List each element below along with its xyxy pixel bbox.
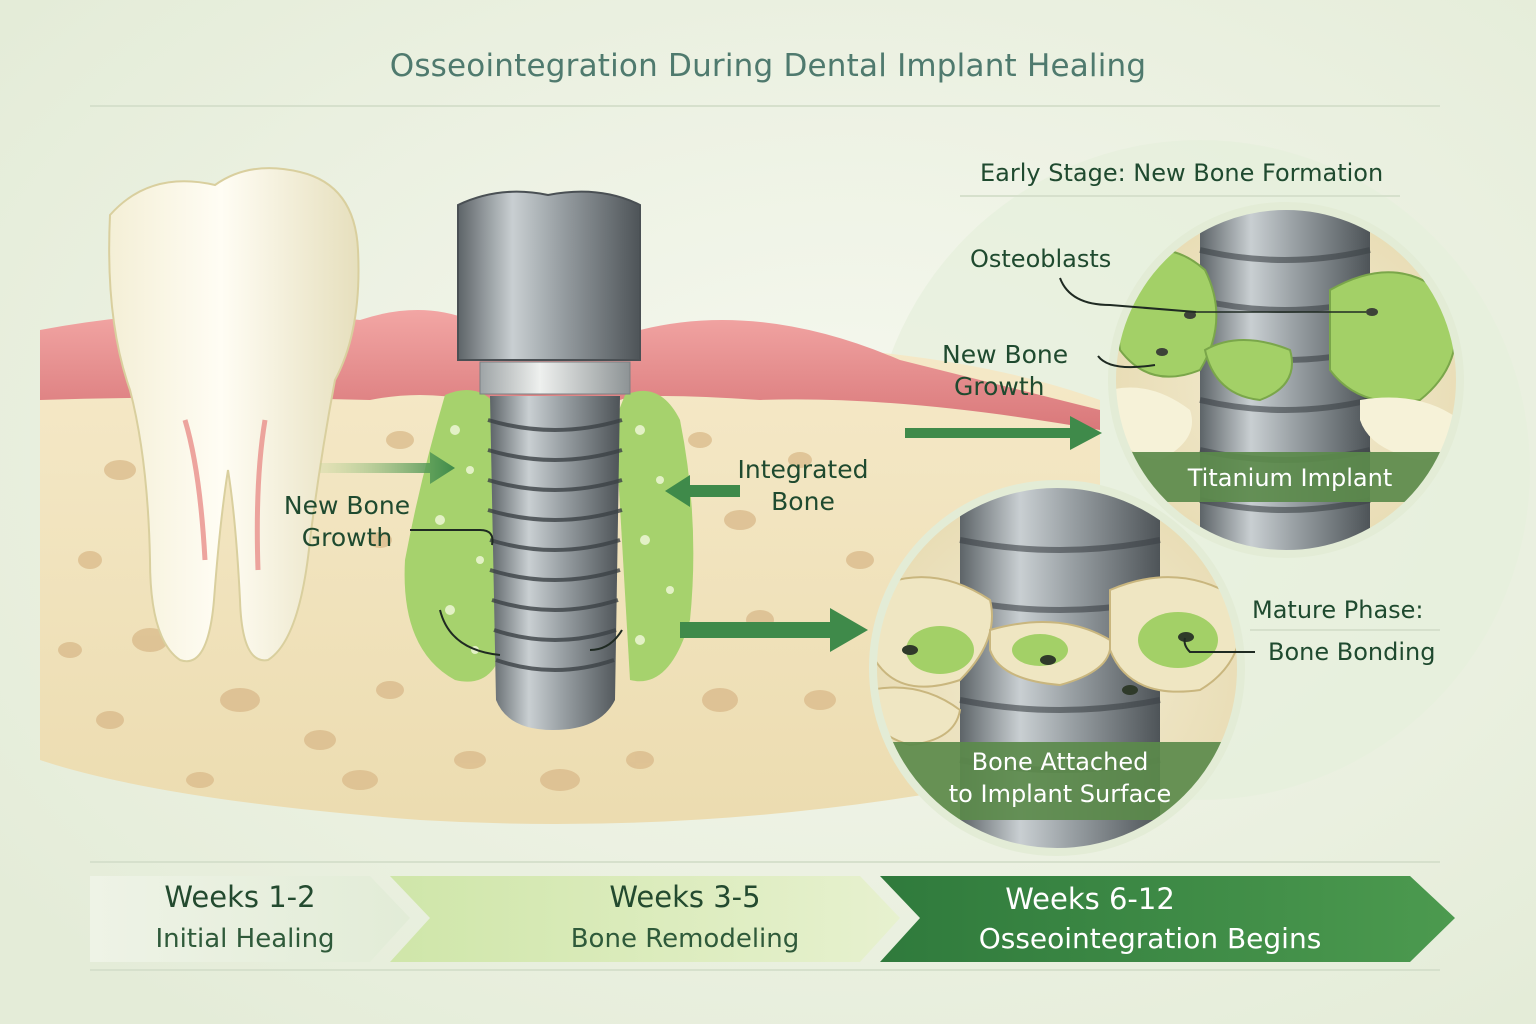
timeline-stage-1: [90, 876, 410, 962]
page-title: Osseointegration During Dental Implant H…: [389, 48, 1147, 84]
natural-tooth: [108, 167, 360, 663]
leader-new-bone-inset: [1097, 355, 1156, 369]
dental-implant: [457, 190, 641, 730]
label-integrated-bone: Integrated Bone: [718, 454, 888, 518]
new-bone-cluster: [404, 390, 694, 682]
label-bone-attached-line1: Bone Attached: [971, 748, 1149, 776]
label-integrated-bone-line2: Bone: [771, 487, 835, 516]
arrow-integrated-bone: [665, 475, 740, 507]
timeline-phase-1: Initial Healing: [155, 924, 335, 954]
label-new-bone-growth-line1: New Bone: [283, 491, 411, 520]
timeline-week-2: Weeks 3-5: [609, 880, 761, 914]
label-new-bone-growth-inset-line1: New Bone: [942, 340, 1069, 369]
arrow-to-top-inset: [905, 416, 1102, 450]
leader-new-bone: [410, 529, 494, 546]
new-bone-speckles: [435, 425, 674, 654]
arrow-to-bottom-inset: [680, 608, 868, 652]
label-integrated-bone-line1: Integrated: [737, 455, 869, 484]
leader-right-bone: [589, 629, 623, 651]
label-new-bone-growth-inset-line2: Growth: [954, 372, 1045, 401]
arrow-new-bone: [320, 452, 455, 484]
label-bone-attached-line2: to Implant Surface: [948, 780, 1172, 808]
label-new-bone-growth-line2: Growth: [301, 523, 393, 552]
timeline-phase-2: Bone Remodeling: [570, 924, 800, 954]
leader-integrated-bone: [439, 609, 501, 656]
inset-mature-phase: [869, 480, 1245, 856]
label-titanium-implant: Titanium Implant: [1187, 464, 1393, 492]
timeline-week-1: Weeks 1-2: [164, 880, 316, 914]
label-new-bone-growth: New Bone Growth: [262, 490, 432, 554]
label-early-stage: Early Stage: New Bone Formation: [980, 159, 1384, 187]
label-osteoblasts: Osteoblasts: [970, 245, 1112, 273]
timeline-stage-2: [390, 876, 900, 962]
leader-bone-bonding: [1183, 637, 1255, 653]
label-mature-phase: Mature Phase:: [1252, 596, 1424, 624]
timeline-phase-3: Osseointegration Begins: [978, 922, 1322, 955]
inset-early-stage: [1108, 202, 1464, 558]
label-bone-bonding: Bone Bonding: [1268, 638, 1436, 666]
label-bone-attached: Bone Attached to Implant Surface: [925, 746, 1195, 810]
label-new-bone-growth-inset: New Bone Growth: [942, 339, 1092, 403]
timeline-stage-3: [880, 876, 1455, 962]
leader-osteoblasts: [1059, 277, 1197, 313]
bone-pores: [58, 431, 874, 791]
timeline-week-3: Weeks 6-12: [1005, 882, 1175, 916]
